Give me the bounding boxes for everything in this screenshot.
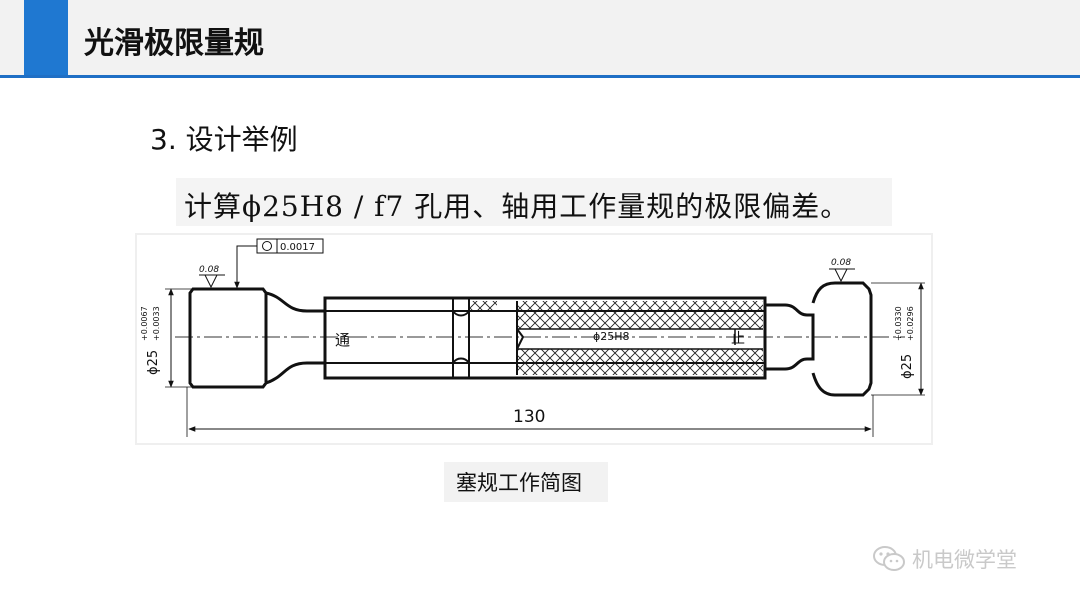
page-title: 光滑极限量规 [84, 26, 264, 61]
hatch-step [516, 301, 525, 375]
center-dimension-label: ϕ25H8 [593, 330, 630, 343]
svg-text:+0.0067: +0.0067 [140, 306, 149, 341]
hatch-top [517, 301, 763, 329]
right-neck [765, 303, 815, 371]
caption-box [444, 462, 608, 502]
middle-groove [452, 298, 470, 378]
hatch-top-small [469, 301, 497, 311]
right-diameter-dimension: ϕ25 +0.0330 +0.0296 [871, 282, 925, 396]
gauge-drawing-svg: 通 止 ϕ25H8 0.0017 0.08 0.08 ϕ25 +0.0067 + [140, 238, 925, 437]
plug-gauge-drawing: 通 止 ϕ25H8 0.0017 0.08 0.08 ϕ25 +0.0067 + [135, 233, 933, 445]
flatness-value: 0.0017 [280, 242, 315, 253]
go-label: 通 [335, 331, 350, 349]
right-gauge-head [811, 281, 873, 397]
svg-text:+0.0330: +0.0330 [894, 306, 903, 341]
task-box [176, 178, 892, 226]
watermark: 机电微学堂 [872, 544, 1017, 574]
svg-text:0.08: 0.08 [831, 258, 851, 268]
left-neck [265, 291, 327, 385]
watermark-text: 机电微学堂 [912, 548, 1017, 572]
left-gauge-head [188, 287, 268, 389]
left-diameter-dimension: ϕ25 +0.0067 +0.0033 [140, 288, 193, 388]
svg-text:+0.0033: +0.0033 [152, 306, 161, 341]
header-accent-block [24, 0, 68, 75]
task-text: 计算ϕ25H8 / f7 孔用、轴用工作量规的极限偏差。 [184, 190, 850, 223]
svg-text:ϕ25: ϕ25 [146, 350, 161, 375]
flatness-callout: 0.0017 [234, 238, 324, 289]
svg-text:+0.0296: +0.0296 [906, 306, 915, 341]
header-bar [0, 0, 1080, 78]
svg-text:ϕ25: ϕ25 [900, 354, 915, 379]
wechat-icon [873, 546, 905, 571]
figure-caption: 塞规工作简图 [456, 471, 582, 495]
svg-text:0.08: 0.08 [199, 265, 219, 275]
roughness-left: 0.08 [199, 265, 225, 289]
roughness-right: 0.08 [829, 258, 855, 283]
overall-length-dimension: 130 [186, 387, 874, 437]
handle-body [323, 296, 767, 380]
section-heading: 3. 设计举例 [150, 123, 298, 156]
nogo-label: 止 [731, 331, 745, 347]
overall-length-value: 130 [513, 407, 545, 427]
